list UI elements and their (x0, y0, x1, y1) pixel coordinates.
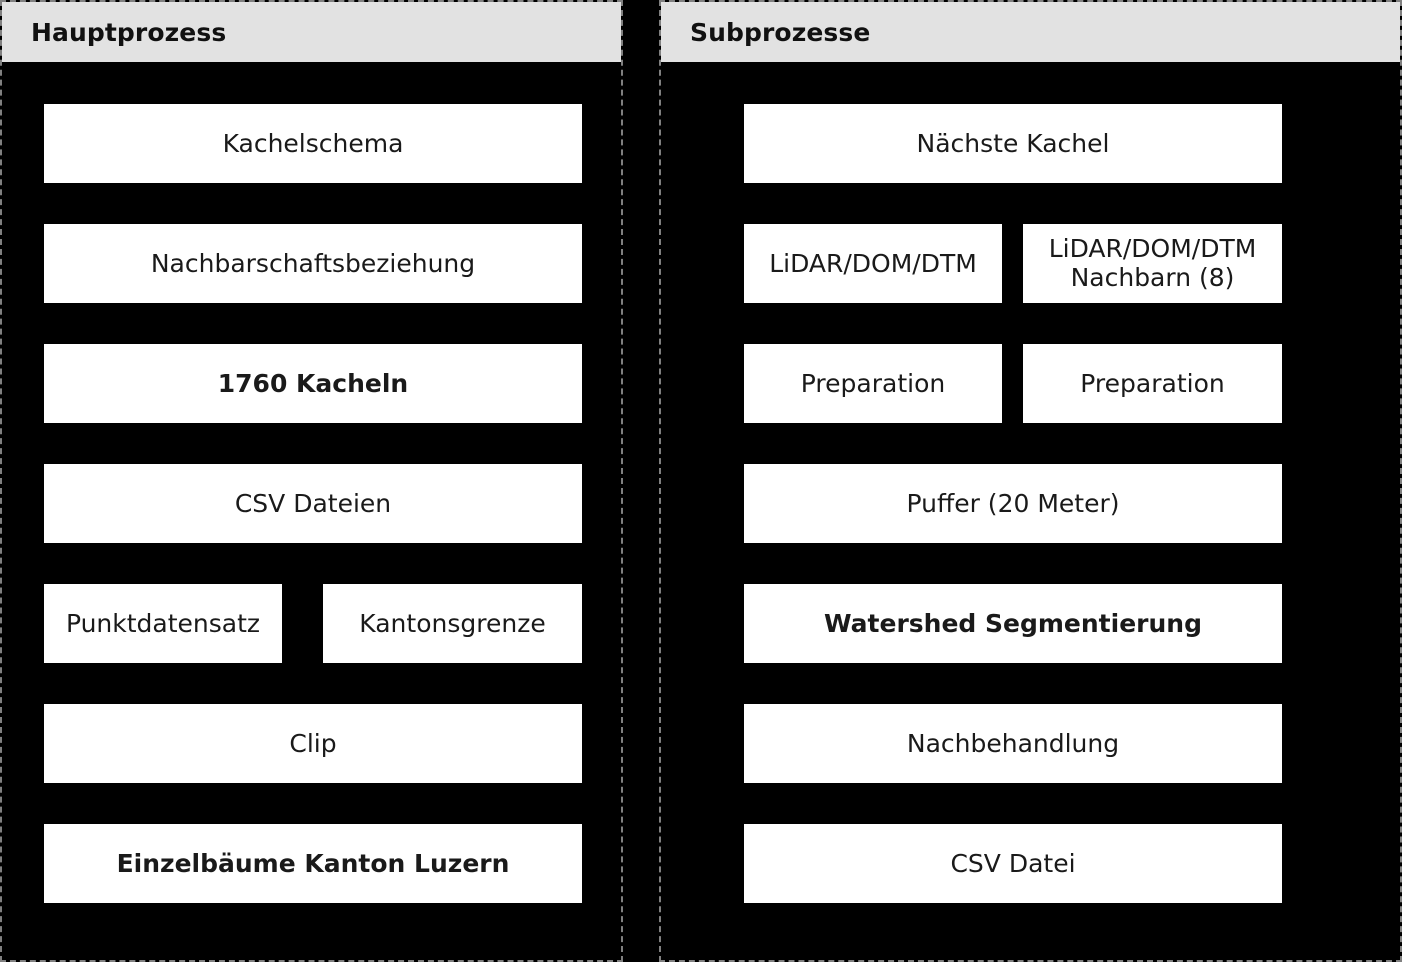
node-label: Kantonsgrenze (359, 609, 546, 638)
panel-hauptprozess-header: Hauptprozess (2, 2, 621, 62)
panel-hauptprozess-body: Kachelschema Nachbarschaftsbeziehung 176… (2, 62, 621, 960)
node-label: LiDAR/DOM/DTM (769, 249, 977, 278)
node-label: 1760 Kacheln (217, 369, 409, 398)
node-label: Punktdatensatz (65, 609, 261, 638)
node-label: Kachelschema (222, 129, 404, 158)
node-naechste-kachel[interactable]: Nächste Kachel (744, 104, 1282, 183)
node-label: Preparation (1080, 369, 1225, 398)
node-watershed-segmentierung[interactable]: Watershed Segmentierung (744, 584, 1282, 663)
node-label: Preparation (800, 369, 946, 398)
node-label: CSV Dateien (234, 489, 392, 518)
panel-hauptprozess: Hauptprozess Kachelschema Nachbarschafts… (0, 0, 623, 962)
node-kantonsgrenze[interactable]: Kantonsgrenze (323, 584, 582, 663)
node-puffer-20-meter[interactable]: Puffer (20 Meter) (744, 464, 1282, 543)
node-lidar-dom-dtm[interactable]: LiDAR/DOM/DTM (744, 224, 1002, 303)
node-clip[interactable]: Clip (44, 704, 582, 783)
node-label: Clip (289, 729, 337, 758)
node-preparation-primary[interactable]: Preparation (744, 344, 1002, 423)
node-punktdatensatz[interactable]: Punktdatensatz (44, 584, 282, 663)
node-label: LiDAR/DOM/DTM Nachbarn (8) (1048, 234, 1257, 292)
node-label: Einzelbäume Kanton Luzern (116, 849, 510, 878)
node-label: CSV Datei (950, 849, 1076, 878)
panel-hauptprozess-title: Hauptprozess (31, 17, 227, 47)
panel-subprozesse: Subprozesse Nächste Kachel LiDAR/DOM/DTM… (659, 0, 1402, 962)
node-label: Puffer (20 Meter) (906, 489, 1120, 518)
node-label: Nächste Kachel (916, 129, 1110, 158)
node-label: Watershed Segmentierung (824, 609, 1202, 638)
node-csv-datei[interactable]: CSV Datei (744, 824, 1282, 903)
node-nachbehandlung[interactable]: Nachbehandlung (744, 704, 1282, 783)
node-lidar-dom-dtm-nachbarn[interactable]: LiDAR/DOM/DTM Nachbarn (8) (1023, 224, 1282, 303)
node-kachelschema[interactable]: Kachelschema (44, 104, 582, 183)
node-1760-kacheln[interactable]: 1760 Kacheln (44, 344, 582, 423)
panel-subprozesse-title: Subprozesse (690, 17, 871, 47)
node-csv-dateien[interactable]: CSV Dateien (44, 464, 582, 543)
node-preparation-neighbors[interactable]: Preparation (1023, 344, 1282, 423)
node-nachbarschaftsbeziehung[interactable]: Nachbarschaftsbeziehung (44, 224, 582, 303)
panel-subprozesse-body: Nächste Kachel LiDAR/DOM/DTM LiDAR/DOM/D… (661, 62, 1400, 960)
panel-subprozesse-header: Subprozesse (661, 2, 1400, 62)
node-einzelbaeume-kanton-luzern[interactable]: Einzelbäume Kanton Luzern (44, 824, 582, 903)
node-label: Nachbarschaftsbeziehung (150, 249, 476, 278)
node-label: Nachbehandlung (906, 729, 1120, 758)
